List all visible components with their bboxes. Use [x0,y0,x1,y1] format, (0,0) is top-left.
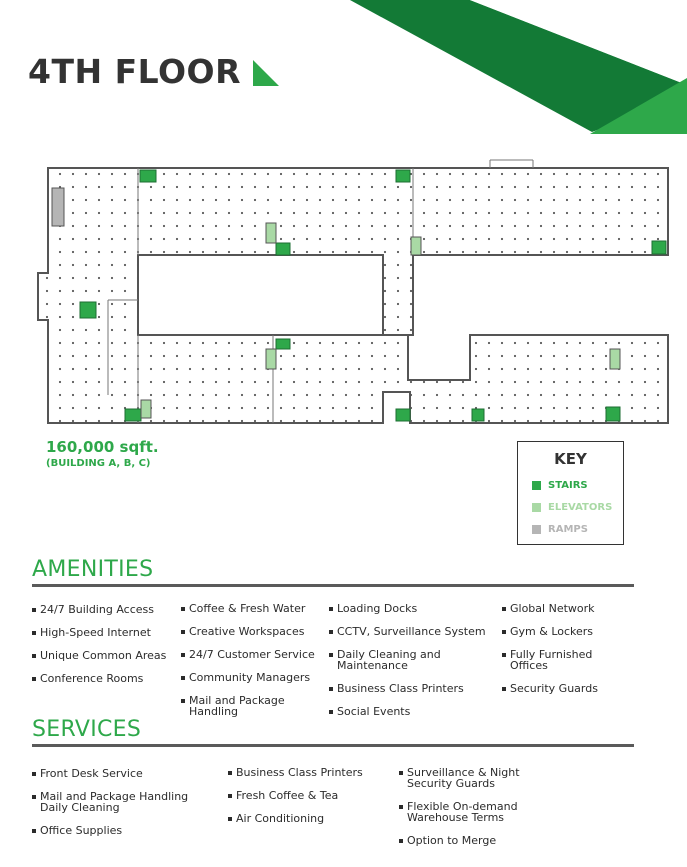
legend-box: KEY STAIRS ELEVATORS RAMPS [517,441,624,545]
services-divider [32,744,634,747]
services-title: SERVICES [32,717,142,742]
list-item: Surveillance & Night Security Guards [399,767,520,789]
list-item: Fully Furnished Offices [502,649,592,671]
elevators-swatch [532,503,541,512]
ramps-swatch [532,525,541,534]
legend-item-ramps: RAMPS [532,524,588,535]
amenities-divider [32,584,634,587]
legend-label: ELEVATORS [548,502,613,513]
list-item: Security Guards [502,683,598,694]
page-title: 4TH FLOOR [28,52,241,91]
list-item: Gym & Lockers [502,626,593,637]
list-item: CCTV, Surveillance System [329,626,486,637]
floor-plan [37,159,669,424]
legend-item-stairs: STAIRS [532,480,588,491]
legend-label: STAIRS [548,480,588,491]
list-item: 24/7 Building Access [32,604,154,615]
list-item: Coffee & Fresh Water [181,603,305,614]
list-item: Daily Cleaning and Maintenance [329,649,441,671]
list-item: Mail and Package Handling [181,695,285,717]
corner-stripes-graphic [350,0,687,134]
list-item: Conference Rooms [32,673,143,684]
list-item: Mail and Package Handling Daily Cleaning [32,791,188,813]
list-item: Business Class Printers [329,683,464,694]
building-list: (BUILDING A, B, C) [46,458,151,469]
floor-area: 160,000 sqft. [46,438,159,456]
list-item: Global Network [502,603,595,614]
legend-title: KEY [554,450,587,468]
list-item: Flexible On-demand Warehouse Terms [399,801,518,823]
list-item: Creative Workspaces [181,626,304,637]
list-item: Air Conditioning [228,813,324,824]
list-item: Unique Common Areas [32,650,166,661]
title-triangle-icon [253,60,279,86]
list-item: Business Class Printers [228,767,363,778]
legend-label: RAMPS [548,524,588,535]
list-item: Community Managers [181,672,310,683]
list-item: Social Events [329,706,410,717]
list-item: Fresh Coffee & Tea [228,790,338,801]
list-item: Option to Merge [399,835,496,846]
list-item: 24/7 Customer Service [181,649,315,660]
list-item: Loading Docks [329,603,417,614]
list-item: Office Supplies [32,825,122,836]
stairs-swatch [532,481,541,490]
amenities-title: AMENITIES [32,557,154,582]
list-item: High-Speed Internet [32,627,151,638]
legend-item-elevators: ELEVATORS [532,502,612,513]
list-item: Front Desk Service [32,768,143,779]
